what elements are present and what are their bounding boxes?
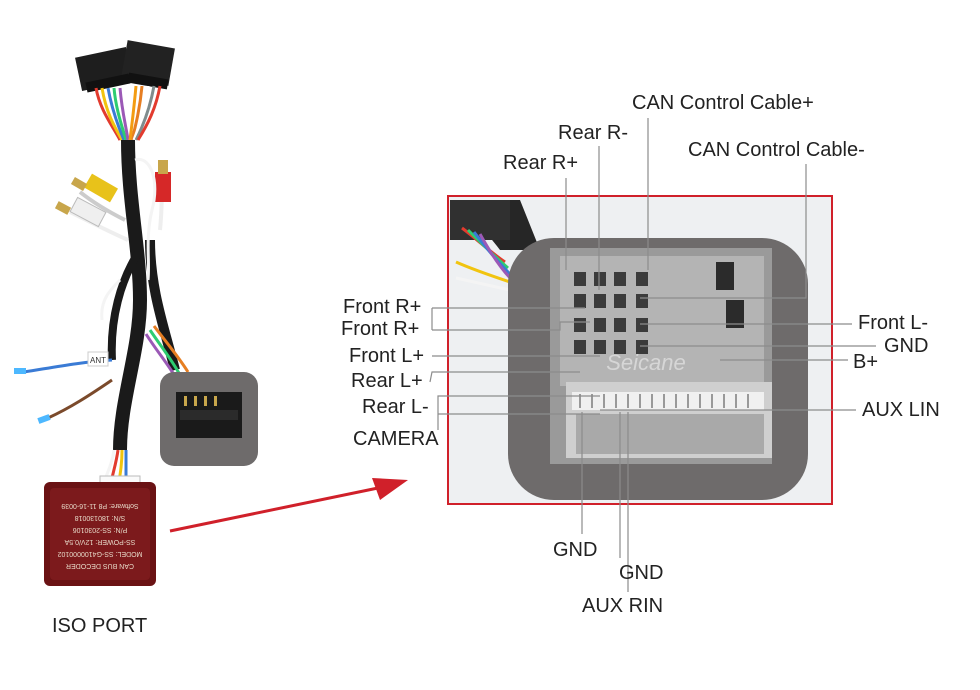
label-b-plus: B+	[853, 351, 879, 373]
connector-pins	[574, 262, 744, 354]
label-front-r-plus-1: Front R+	[343, 296, 422, 318]
decoder-line: P/N: SS-2030106	[73, 526, 128, 533]
label-can-control-cable-minus: CAN Control Cable-	[688, 139, 865, 161]
can-bus-decoder-box: CAN BUS DECODER MODEL: SS-G4100000102 SS…	[44, 482, 156, 586]
brown-lead	[37, 378, 113, 424]
decoder-line: CAN BUS DECODER	[66, 562, 134, 569]
rca-plug-red	[155, 160, 171, 231]
iso-port-caption: ISO PORT	[52, 615, 148, 637]
label-rear-l-minus: Rear L-	[362, 396, 429, 418]
label-aux-lin: AUX LIN	[862, 399, 940, 421]
main-cable-sleeve	[113, 139, 148, 451]
label-camera: CAMERA	[353, 428, 439, 450]
foam-connector-small	[160, 372, 258, 466]
decoder-line: Software: P8 11-16-0039	[61, 502, 138, 509]
label-rear-l-plus: Rear L+	[351, 370, 423, 392]
label-front-l-plus: Front L+	[349, 345, 425, 367]
zoom-frame	[447, 195, 833, 505]
label-gnd-right: GND	[884, 335, 929, 357]
pointer-arrow	[169, 478, 408, 533]
leader-lines	[429, 118, 876, 592]
label-aux-rin: AUX RIN	[582, 595, 664, 617]
watermark: Seicane	[606, 350, 686, 375]
label-front-r-plus-2: Front R+	[341, 318, 420, 340]
antenna-tag: ANT	[90, 356, 106, 365]
rca-plug-white	[54, 196, 129, 242]
label-can-control-cable-plus: CAN Control Cable+	[632, 92, 814, 114]
harness-illustration: ANT CAN BUS D	[14, 40, 258, 586]
decoder-line: SS-POWER: 12V/0.5A	[64, 538, 135, 545]
decoder-line: MODEL: SS-G4100000102	[57, 550, 142, 557]
rca-plug-yellow	[70, 173, 126, 222]
decoder-line: S/N: 180130018	[75, 514, 126, 521]
label-front-l-minus: Front L-	[858, 312, 929, 334]
label-gnd-bottom-1: GND	[553, 539, 598, 561]
zoom-photo: Seicane	[448, 196, 832, 504]
label-gnd-bottom-2: GND	[619, 562, 664, 584]
label-rear-r-plus: Rear R+	[503, 152, 579, 174]
top-iso-connectors	[75, 40, 175, 93]
label-rear-r-minus: Rear R-	[558, 122, 629, 144]
colored-wires	[94, 85, 162, 141]
